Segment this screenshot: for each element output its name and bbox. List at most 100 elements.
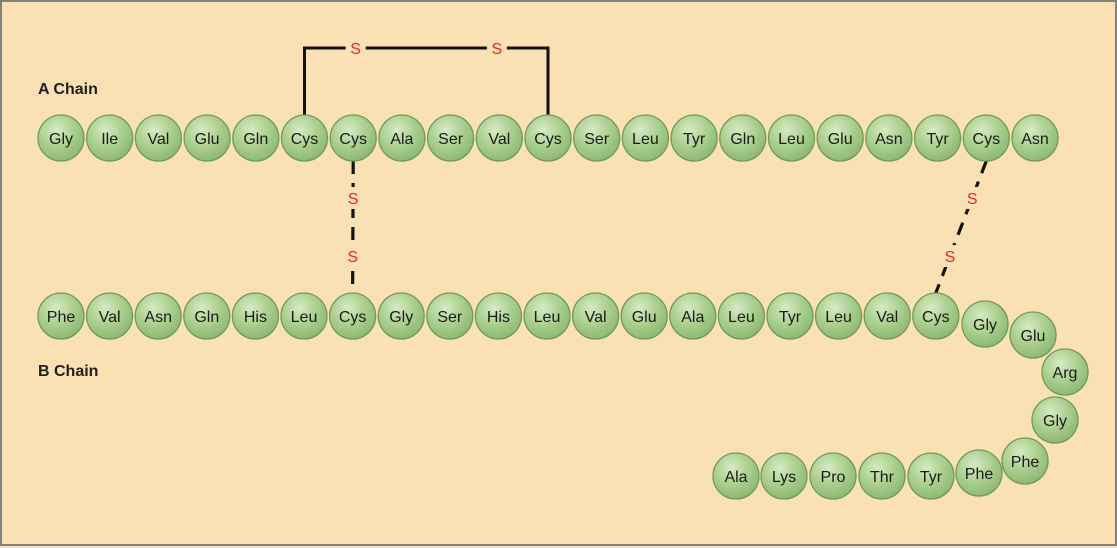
residue-label: Arg xyxy=(1053,365,1078,382)
residue-bead xyxy=(912,292,960,340)
residue-bead xyxy=(1009,311,1057,359)
residue-bead xyxy=(962,114,1010,162)
residue-a7-cys: Cys xyxy=(329,114,377,162)
residue-bead xyxy=(328,292,377,340)
residue-bead xyxy=(571,292,620,340)
residue-b24-phe: Phe xyxy=(1001,437,1049,485)
residue-b30-ala: Ala xyxy=(712,452,760,500)
residue-label: Ile xyxy=(101,131,118,148)
residue-b6-leu: Leu xyxy=(280,292,328,340)
residue-label: Val xyxy=(585,309,607,326)
residue-bead xyxy=(1011,114,1059,162)
residue-label: Val xyxy=(488,131,510,148)
residue-label: Val xyxy=(876,309,898,326)
residue-b12-val: Val xyxy=(571,292,620,340)
residue-bead xyxy=(37,114,85,162)
residue-a5-gln: Gln xyxy=(232,114,280,162)
residue-label: Cys xyxy=(922,309,950,326)
sulfur-label-backing xyxy=(345,37,366,59)
sulfur-atom-label: S xyxy=(348,191,359,208)
residue-b11-leu: Leu xyxy=(523,292,571,340)
residue-label: Tyr xyxy=(683,131,706,148)
residue-label: Phe xyxy=(1011,454,1040,471)
residue-bead xyxy=(955,449,1003,497)
residue-bead xyxy=(85,292,134,340)
residue-bead xyxy=(232,114,280,162)
residue-label: Leu xyxy=(632,131,659,148)
residue-bead xyxy=(134,292,182,340)
residue-bead xyxy=(858,452,906,500)
residue-label: Glu xyxy=(195,131,220,148)
residue-bead xyxy=(814,292,863,340)
residue-b23-gly: Gly xyxy=(1031,396,1079,444)
residue-bead xyxy=(280,292,328,340)
residue-bead xyxy=(183,114,231,162)
residue-b19-cys: Cys xyxy=(912,292,960,340)
residue-a6-cys: Cys xyxy=(280,114,329,162)
residue-label: Glu xyxy=(828,131,853,148)
residue-b16-tyr: Tyr xyxy=(766,292,814,340)
residue-bead xyxy=(907,452,955,500)
residue-a16-leu: Leu xyxy=(767,114,816,162)
residue-label: Ser xyxy=(437,309,463,326)
sulfur-label-backing xyxy=(939,245,960,268)
residue-bead xyxy=(378,114,426,162)
residue-label: Phe xyxy=(965,466,994,483)
residue-label: Ala xyxy=(724,469,747,486)
residue-label: Leu xyxy=(825,309,852,326)
residue-label: Asn xyxy=(1021,131,1049,148)
residue-label: Val xyxy=(99,309,121,326)
residue-bead xyxy=(523,292,571,340)
residue-label: Gly xyxy=(389,309,413,326)
residue-b3-asn: Asn xyxy=(134,292,182,340)
residue-label: Cys xyxy=(339,309,367,326)
residue-a3-val: Val xyxy=(134,114,183,162)
residue-label: Asn xyxy=(875,131,903,148)
residue-label: Cys xyxy=(339,131,367,148)
residue-b18-val: Val xyxy=(863,292,911,340)
residue-bead xyxy=(231,292,280,340)
residue-b14-ala: Ala xyxy=(669,292,717,340)
residue-label: Lys xyxy=(772,469,796,486)
residue-label: Leu xyxy=(728,309,755,326)
residue-label: Leu xyxy=(778,131,805,148)
residue-label: Cys xyxy=(534,131,562,148)
residue-bead xyxy=(760,452,808,500)
residue-a8-ala: Ala xyxy=(378,114,426,162)
sulfur-atom-label: S xyxy=(347,249,358,266)
residue-bead xyxy=(712,452,760,500)
disulfide-bond-layer xyxy=(303,46,988,294)
residue-label: Ala xyxy=(390,131,413,148)
residue-b26-tyr: Tyr xyxy=(907,452,955,500)
sulfur-atom-label: S xyxy=(967,191,978,208)
residue-label: Tyr xyxy=(920,469,943,486)
residue-b28-pro: Pro xyxy=(809,452,857,500)
residue-bead xyxy=(719,114,767,162)
residue-a17-glu: Glu xyxy=(816,114,864,162)
residue-a14-tyr: Tyr xyxy=(670,114,718,162)
residue-bead xyxy=(717,292,766,340)
residue-bead xyxy=(1031,396,1079,444)
residue-b4-gln: Gln xyxy=(183,292,231,340)
residue-b17-leu: Leu xyxy=(814,292,863,340)
residue-label: Cys xyxy=(973,131,1001,148)
residue-b29-lys: Lys xyxy=(760,452,808,500)
residue-b10-his: His xyxy=(474,292,523,340)
residue-a13-leu: Leu xyxy=(621,114,670,162)
sulfur-label-backing xyxy=(962,186,983,209)
residue-b2-val: Val xyxy=(85,292,134,340)
residue-label: His xyxy=(244,309,267,326)
residue-bead xyxy=(377,292,425,340)
residue-bead xyxy=(767,114,816,162)
residue-b7-cys: Cys xyxy=(328,292,377,340)
residue-bead xyxy=(524,114,572,162)
residue-b21-glu: Glu xyxy=(1009,311,1057,359)
residue-b25-phe: Phe xyxy=(955,449,1003,497)
residue-bead xyxy=(183,292,231,340)
sulfur-label-backing xyxy=(486,37,507,59)
residue-label: Gln xyxy=(194,309,219,326)
residue-label: Gly xyxy=(49,131,73,148)
residue-bead xyxy=(37,292,85,340)
residue-label: Glu xyxy=(1021,328,1046,345)
